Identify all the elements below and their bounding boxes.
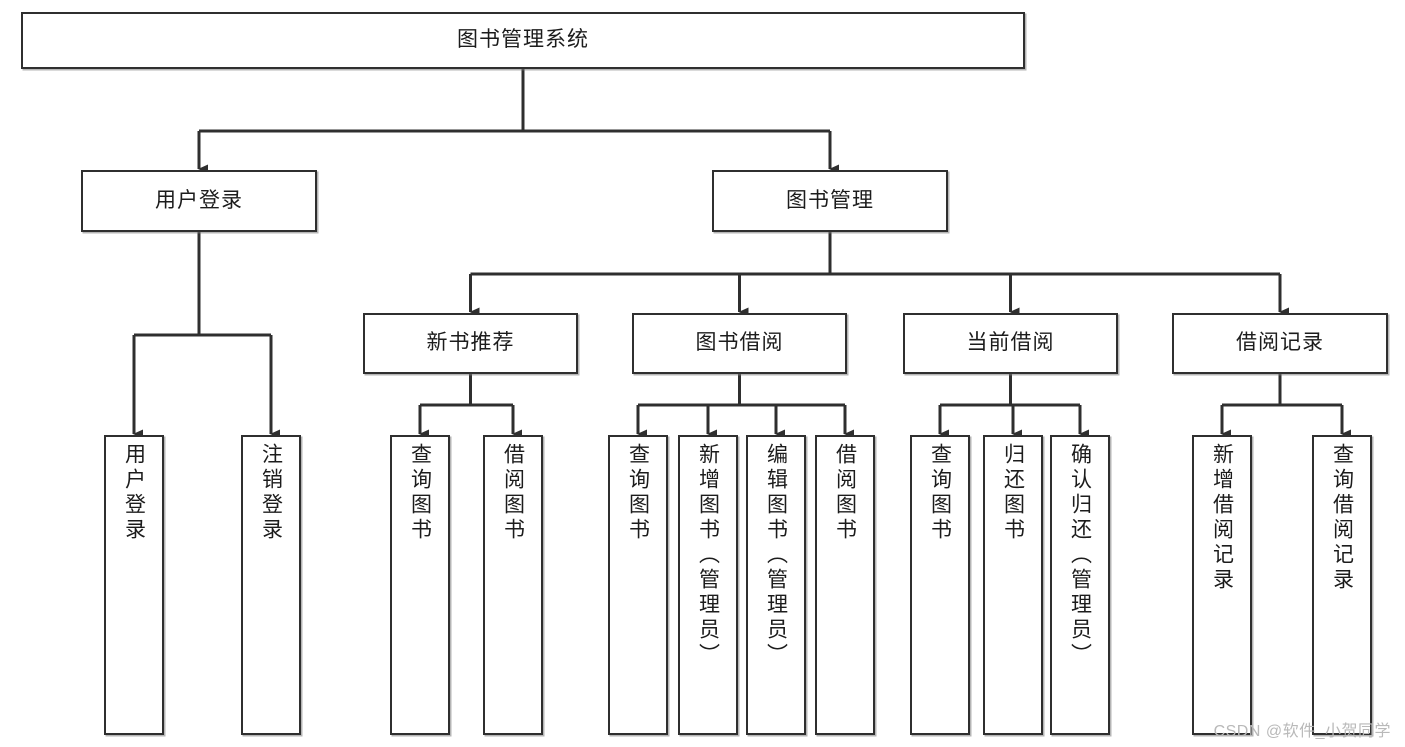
node-label-newbook: 新书推荐 <box>426 331 515 355</box>
node-label-root: 图书管理系统 <box>457 28 589 52</box>
node-records[interactable]: 借阅记录 <box>1172 313 1388 374</box>
node-n-query[interactable]: 查询图书 <box>390 435 450 735</box>
node-current[interactable]: 当前借阅 <box>903 313 1118 374</box>
node-r-query[interactable]: 查询借阅记录 <box>1312 435 1372 735</box>
node-label-c-query: 查询图书 <box>928 443 952 543</box>
node-label-b-query: 查询图书 <box>626 443 650 543</box>
node-label-r-add: 新增借阅记录 <box>1210 443 1234 593</box>
node-c-query[interactable]: 查询图书 <box>910 435 970 735</box>
node-label-l-logout: 注销登录 <box>259 443 283 543</box>
node-r-add[interactable]: 新增借阅记录 <box>1192 435 1252 735</box>
node-label-b-edit: 编辑图书（管理员） <box>764 443 788 668</box>
node-b-add[interactable]: 新增图书（管理员） <box>678 435 738 735</box>
node-label-n-borrow: 借阅图书 <box>501 443 525 543</box>
node-b-borrow[interactable]: 借阅图书 <box>815 435 875 735</box>
node-label-r-query: 查询借阅记录 <box>1330 443 1354 593</box>
node-l-logout[interactable]: 注销登录 <box>241 435 301 735</box>
node-root[interactable]: 图书管理系统 <box>21 12 1025 69</box>
node-label-c-return: 归还图书 <box>1001 443 1025 543</box>
node-label-c-confirm: 确认归还（管理员） <box>1068 443 1092 668</box>
node-login[interactable]: 用户登录 <box>81 170 317 232</box>
node-bookmgmt[interactable]: 图书管理 <box>712 170 948 232</box>
node-label-n-query: 查询图书 <box>408 443 432 543</box>
watermark: CSDN @软件_小贺同学 <box>1213 723 1391 740</box>
node-label-login: 用户登录 <box>155 188 243 212</box>
node-label-bookmgmt: 图书管理 <box>786 188 874 212</box>
node-c-return[interactable]: 归还图书 <box>983 435 1043 735</box>
node-label-b-add: 新增图书（管理员） <box>696 443 720 668</box>
edge-group <box>132 69 1351 439</box>
node-b-edit[interactable]: 编辑图书（管理员） <box>746 435 806 735</box>
node-c-confirm[interactable]: 确认归还（管理员） <box>1050 435 1110 735</box>
node-b-query[interactable]: 查询图书 <box>608 435 668 735</box>
node-label-records: 借阅记录 <box>1236 331 1324 355</box>
node-label-borrow: 图书借阅 <box>695 331 784 355</box>
node-label-current: 当前借阅 <box>966 331 1055 355</box>
node-n-borrow[interactable]: 借阅图书 <box>483 435 543 735</box>
node-label-b-borrow: 借阅图书 <box>833 443 857 543</box>
node-borrow[interactable]: 图书借阅 <box>632 313 847 374</box>
node-newbook[interactable]: 新书推荐 <box>363 313 578 374</box>
node-l-login[interactable]: 用户登录 <box>104 435 164 735</box>
node-label-l-login: 用户登录 <box>122 443 146 543</box>
